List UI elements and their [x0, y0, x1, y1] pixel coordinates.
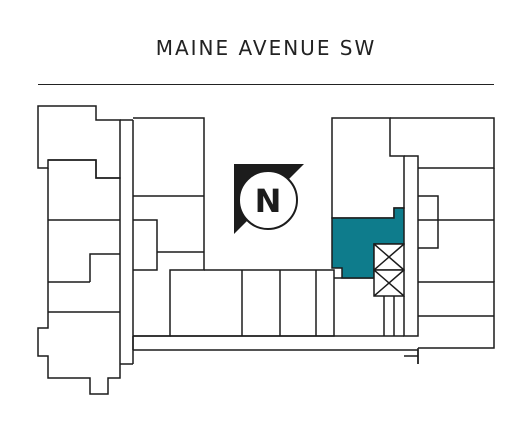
west-wing-body	[37, 159, 121, 395]
east-wing	[390, 117, 495, 364]
elevator-shafts	[373, 243, 405, 297]
west-wing-outline	[37, 105, 121, 179]
center-west-block	[133, 117, 205, 337]
center-east-outline	[331, 117, 405, 219]
elevator-shaft-x	[373, 269, 405, 297]
elevator-shaft-x	[373, 243, 405, 271]
center-east-block	[331, 117, 405, 219]
north-compass: N	[234, 164, 304, 234]
west-wing	[37, 105, 134, 395]
compass-letter: N	[255, 182, 282, 220]
west-room-notch	[89, 253, 120, 282]
compass-circle	[238, 170, 298, 230]
east-wing-outline	[390, 117, 495, 349]
center-west-notch	[133, 219, 158, 271]
south-row-outline	[170, 269, 335, 337]
center-west-outline	[133, 117, 205, 337]
street-name-label: MAINE AVENUE SW	[155, 36, 377, 60]
street-line	[38, 84, 494, 85]
east-room-notch	[404, 348, 419, 364]
south-corridor-outer	[120, 349, 419, 365]
east-corridor-wall	[403, 155, 419, 337]
